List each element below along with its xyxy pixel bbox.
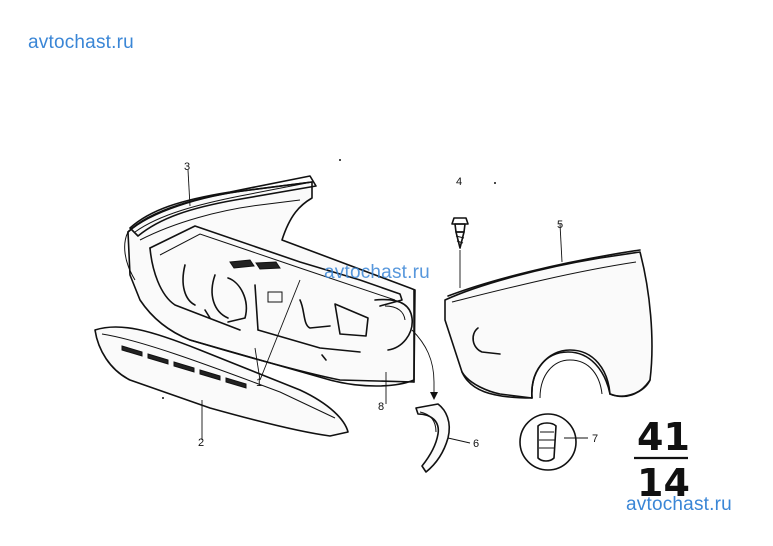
plug-detail: [519, 413, 577, 471]
lower-valance: [94, 326, 349, 437]
callout-8: 8: [378, 401, 384, 413]
callout-1: 1: [256, 377, 262, 389]
screw-part: [451, 217, 469, 288]
page-number: 41 14: [634, 415, 690, 505]
fender-part: [444, 249, 653, 399]
callout-6: 6: [473, 438, 479, 450]
watermark-top: avtochast.ru: [28, 32, 134, 53]
callout-2: 2: [198, 437, 204, 449]
callout-5: 5: [557, 219, 563, 231]
watermark-middle: avtochast.ru: [324, 262, 430, 283]
callout-7: 7: [592, 433, 598, 445]
top-trim-strip: [129, 175, 317, 237]
watermark-bottom: avtochast.ru: [626, 494, 732, 515]
leader-lines: [162, 159, 588, 444]
callout-3: 3: [184, 161, 190, 173]
callout-4: 4: [456, 176, 462, 188]
page-group-number: 41: [637, 415, 690, 459]
splash-shield-part: [411, 329, 451, 473]
callout-labels: 3 1 2 4 5 6 7 8: [184, 161, 598, 450]
valance-slots: [121, 345, 247, 389]
page-sub-number: 14: [637, 461, 690, 505]
front-panel-assembly: [124, 181, 416, 387]
